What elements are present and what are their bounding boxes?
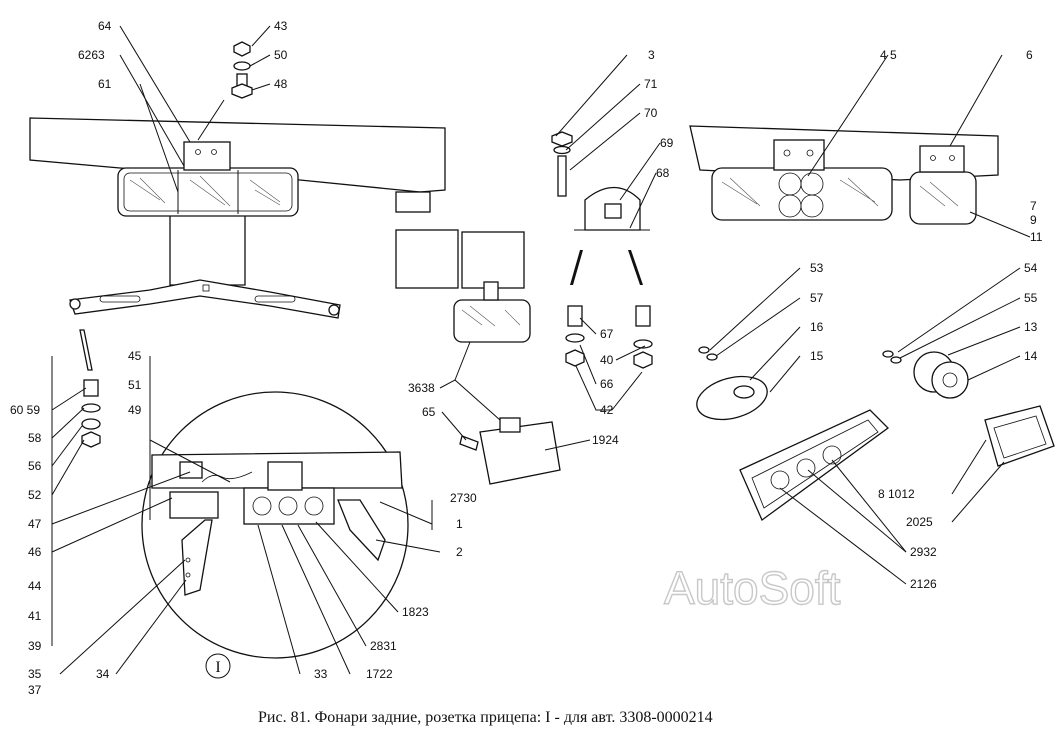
left-bolt-stack-top <box>197 41 253 141</box>
middle-frame-blocks <box>395 191 525 289</box>
callout-64: 64 <box>98 19 112 33</box>
watermark: AutoSoft <box>664 562 841 614</box>
callout-8-1012: 8 1012 <box>878 487 915 501</box>
right-marker-lamp <box>909 145 977 225</box>
left-tail-lamp <box>117 141 299 217</box>
callout-53: 53 <box>810 261 824 275</box>
callout-52: 52 <box>28 488 42 502</box>
callout-43: 43 <box>274 19 288 33</box>
callout-50: 50 <box>274 48 288 62</box>
callout-6263: 6263 <box>78 48 105 62</box>
left-frame-rail <box>29 117 446 193</box>
callout-56: 56 <box>28 459 42 473</box>
callout-9: 9 <box>1030 213 1037 227</box>
callout-3: 3 <box>648 48 655 62</box>
callout-15: 15 <box>810 349 824 363</box>
left-bolt-stack-bottom <box>79 329 101 448</box>
callout-3638: 3638 <box>408 381 435 395</box>
callout-13: 13 <box>1024 320 1038 334</box>
callout-33: 33 <box>314 667 328 681</box>
callout-2025: 2025 <box>906 515 933 529</box>
callout-41: 41 <box>28 609 42 623</box>
callout-7: 7 <box>1030 199 1037 213</box>
callout-65: 65 <box>422 405 436 419</box>
callout-35: 35 <box>28 667 42 681</box>
detail-view-circle <box>141 391 409 659</box>
callout-71: 71 <box>644 77 658 91</box>
exploded-tail-lamp <box>739 409 889 522</box>
callout-42: 42 <box>600 403 614 417</box>
callout-34: 34 <box>96 667 110 681</box>
callout-61: 61 <box>98 77 112 91</box>
callout-labels: 64 43 6263 50 61 48 60 59 58 56 52 47 46… <box>10 19 1043 697</box>
callout-67: 67 <box>600 327 614 341</box>
callout-1924: 1924 <box>592 433 619 447</box>
callout-2831: 2831 <box>370 639 397 653</box>
callout-2126: 2126 <box>910 577 937 591</box>
callout-37: 37 <box>28 683 42 697</box>
callout-46: 46 <box>28 545 42 559</box>
callout-6: 6 <box>1026 48 1033 62</box>
callout-48: 48 <box>274 77 288 91</box>
callout-49: 49 <box>128 403 142 417</box>
callout-44: 44 <box>28 579 42 593</box>
middle-bracket-bolts <box>551 131 653 369</box>
callout-69: 69 <box>660 136 674 150</box>
callout-4-5: 4 5 <box>880 48 897 62</box>
callout-1823: 1823 <box>402 605 429 619</box>
callout-2730: 2730 <box>450 491 477 505</box>
left-frame-bracket <box>69 199 341 319</box>
callout-58: 58 <box>28 431 42 445</box>
callout-55: 55 <box>1024 291 1038 305</box>
callout-40: 40 <box>600 353 614 367</box>
callout-66: 66 <box>600 377 614 391</box>
clearance-lamp-lower <box>459 417 561 485</box>
callout-11: 11 <box>1030 230 1043 244</box>
detail-marker: I <box>205 653 231 679</box>
callout-1722: 1722 <box>366 667 393 681</box>
callout-51: 51 <box>128 378 142 392</box>
right-tail-lamp <box>711 139 893 221</box>
svg-text:I: I <box>215 659 220 676</box>
callout-68: 68 <box>656 166 670 180</box>
callout-16: 16 <box>810 320 824 334</box>
leader-lines <box>51 25 1031 675</box>
callout-47: 47 <box>28 517 42 531</box>
callout-45: 45 <box>128 349 142 363</box>
exploded-marker-lamp <box>984 405 1055 467</box>
figure-caption: Рис. 81. Фонари задние, розетка прицепа:… <box>258 709 713 726</box>
callout-54: 54 <box>1024 261 1038 275</box>
callout-57: 57 <box>810 291 824 305</box>
callout-60-59: 60 59 <box>10 403 40 417</box>
callout-2: 2 <box>456 545 463 559</box>
clearance-lamp-upper <box>453 281 531 343</box>
callout-39: 39 <box>28 639 42 653</box>
callout-2932: 2932 <box>910 545 937 559</box>
exploded-lamp-parts <box>696 346 969 421</box>
callout-14: 14 <box>1024 349 1038 363</box>
callout-1: 1 <box>456 517 463 531</box>
callout-70: 70 <box>644 106 658 120</box>
